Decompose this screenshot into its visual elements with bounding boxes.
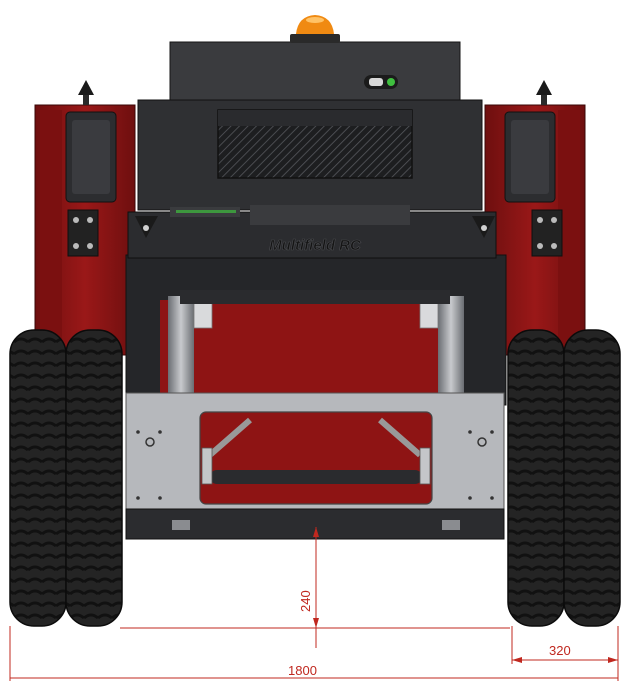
dimension-ground-clearance (120, 527, 510, 648)
side-bracket-left (67, 209, 99, 257)
front-panel (67, 205, 563, 259)
status-indicator (364, 75, 398, 89)
dimension-track-width (511, 626, 618, 664)
right-inner-tire (507, 329, 565, 627)
beacon-light (290, 15, 340, 43)
right-marker-cone (536, 80, 552, 105)
right-outer-tire (563, 329, 621, 627)
left-outer-tire (9, 329, 67, 627)
track-width-label: 320 (549, 643, 571, 658)
right-lamp-housing (504, 111, 556, 203)
overall-width-label: 1800 (288, 663, 317, 678)
left-marker-cone (78, 80, 94, 105)
brand-logo-text: Multifield RC (269, 237, 362, 254)
main-chassis (137, 99, 483, 211)
steel-attachment-plate (125, 392, 505, 540)
top-control-box (169, 41, 461, 103)
side-bracket-right (531, 209, 563, 257)
ground-clearance-label: 240 (298, 590, 313, 612)
dimension-overall-width (9, 626, 619, 681)
left-inner-tire (65, 329, 123, 627)
left-lamp-housing (65, 111, 117, 203)
